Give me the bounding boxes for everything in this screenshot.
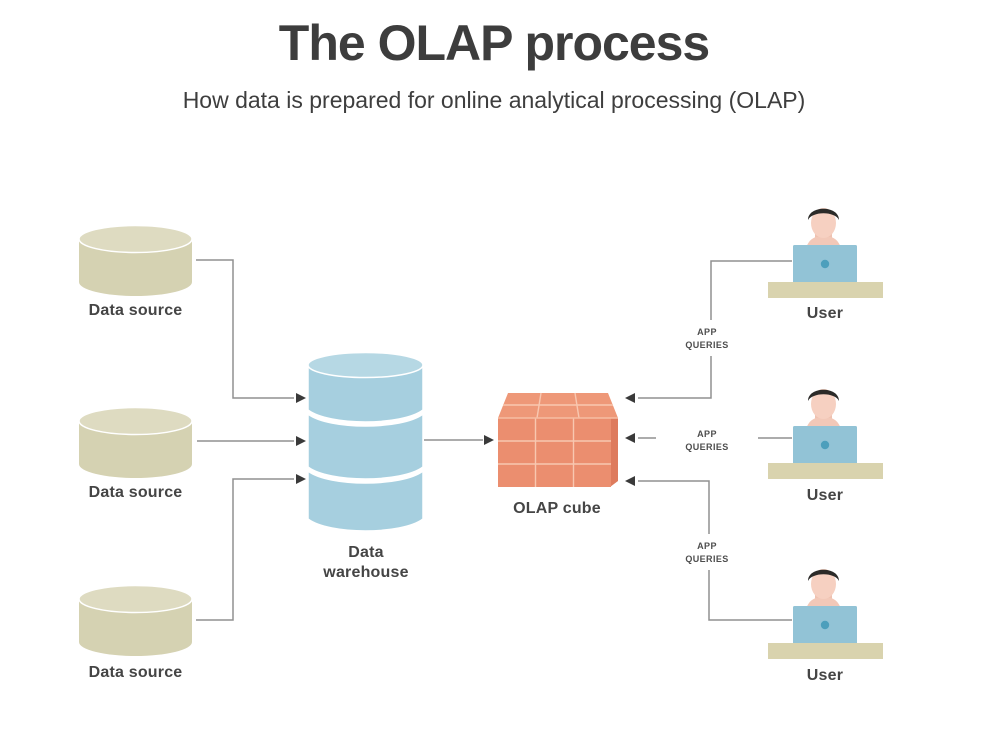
edge-source1-warehouse <box>196 259 294 399</box>
user-label-2: User <box>806 487 844 504</box>
app-queries-line2: QUERIES <box>685 340 729 350</box>
olap-cube-node <box>497 392 623 489</box>
edge-source3-warehouse <box>196 478 294 621</box>
app-queries-line2: QUERIES <box>685 442 729 452</box>
arrowhead-icon <box>625 393 635 403</box>
database-icon <box>78 406 193 478</box>
user-node-3 <box>768 563 883 659</box>
arrowhead-icon <box>296 474 306 484</box>
arrowhead-icon <box>625 433 635 443</box>
user-node-2 <box>768 383 883 479</box>
user-icon <box>768 389 883 479</box>
page-subtitle: How data is prepared for online analytic… <box>182 87 806 113</box>
app-queries-line1: APP <box>697 541 717 551</box>
edge-user1-cube <box>638 260 792 399</box>
user-label-3: User <box>806 667 844 684</box>
arrowheads <box>296 393 635 486</box>
data-source-node-2 <box>78 406 193 482</box>
arrowhead-icon <box>625 476 635 486</box>
data-source-node-1 <box>78 224 193 300</box>
arrowhead-icon <box>296 393 306 403</box>
data-source-label-1: Data source <box>88 302 183 319</box>
database-icon <box>78 224 193 296</box>
app-queries-label-1: APP QUERIES <box>662 326 752 352</box>
data-source-label-3: Data source <box>88 664 183 681</box>
data-source-label-2: Data source <box>88 484 183 501</box>
arrowhead-icon <box>296 436 306 446</box>
user-icon <box>768 569 883 659</box>
data-source-node-3 <box>78 584 193 660</box>
user-icon <box>768 208 883 298</box>
app-queries-line1: APP <box>697 429 717 439</box>
arrowhead-icon <box>484 435 494 445</box>
olap-cube-label: OLAP cube <box>513 500 601 517</box>
app-queries-label-3: APP QUERIES <box>662 540 752 566</box>
edge-user3-cube <box>638 480 792 621</box>
user-node-1 <box>768 202 883 298</box>
data-warehouse-node <box>307 351 424 533</box>
app-queries-label-2: APP QUERIES <box>662 428 752 454</box>
cube-icon <box>498 392 618 487</box>
app-queries-line1: APP <box>697 327 717 337</box>
warehouse-icon <box>307 351 424 532</box>
user-label-1: User <box>806 305 844 322</box>
app-queries-line2: QUERIES <box>685 554 729 564</box>
page-title: The OLAP process <box>278 15 710 71</box>
data-warehouse-label: Data warehouse <box>323 544 409 581</box>
database-icon <box>78 584 193 656</box>
